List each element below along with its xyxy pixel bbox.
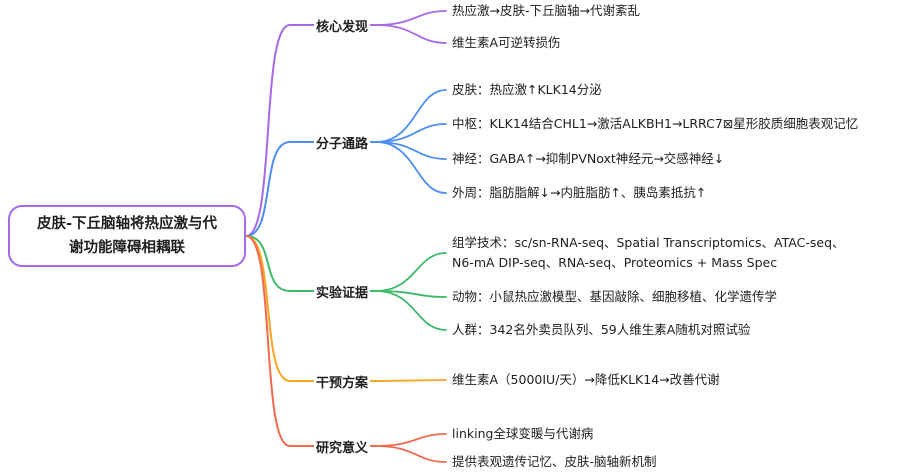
- leaf-connector-4-1: [375, 445, 447, 463]
- leaf-connector-0-1: [375, 24, 447, 44]
- leaf-core-2[interactable]: 维生素A可逆转损伤: [452, 35, 561, 50]
- leaf-connector-4-0: [375, 433, 447, 447]
- root-connector-1: [245, 141, 291, 237]
- leaf-evidence-omics-line2[interactable]: N6-mA DIP-seq、RNA-seq、Proteomics + Mass …: [452, 255, 778, 270]
- root-label-line2: 谢功能障碍相耦联: [69, 240, 185, 256]
- leaf-evidence-omics-line1[interactable]: 组学技术：sc/sn-RNA-seq、Spatial Transcriptomi…: [452, 235, 845, 250]
- leaf-evidence-human[interactable]: 人群：342名外卖员队列、59人维生素A随机对照试验: [452, 322, 751, 337]
- leaf-connector-2-0: [375, 252, 447, 292]
- leaf-significance-2[interactable]: 提供表观遗传记忆、皮肤-脑轴新机制: [452, 454, 657, 469]
- leaf-pathway-neural[interactable]: 神经：GABA↑→抑制PVNoxt神经元→交感神经↓: [452, 151, 725, 166]
- branch-experimental-evidence[interactable]: 实验证据: [314, 282, 371, 301]
- leaf-significance-1[interactable]: linking全球变暖与代谢病: [452, 426, 594, 441]
- leaf-intervention-1[interactable]: 维生素A（5000IU/天）→降低KLK14→改善代谢: [452, 372, 720, 387]
- branch-molecular-pathway[interactable]: 分子通路: [314, 133, 371, 152]
- root-connector-2: [245, 235, 291, 292]
- leaf-pathway-peripheral[interactable]: 外周：脂肪脂解↓→内脏脂肪↑、胰岛素抵抗↑: [452, 185, 707, 200]
- leaf-connector-1-2: [375, 141, 447, 160]
- leaf-connector-1-1: [375, 123, 447, 143]
- leaf-connector-0-0: [375, 10, 447, 26]
- root-connector-3: [245, 235, 291, 382]
- branch-intervention[interactable]: 干预方案: [314, 372, 371, 391]
- leaf-connector-3-0: [375, 379, 447, 382]
- leaf-connector-1-3: [375, 141, 447, 194]
- branch-core-findings[interactable]: 核心发现: [314, 16, 371, 35]
- root-connector-0: [245, 24, 291, 237]
- branch-significance[interactable]: 研究意义: [314, 437, 371, 456]
- root-connector-4: [245, 235, 291, 447]
- root-node[interactable]: 皮肤-下丘脑轴将热应激与代 谢功能障碍相耦联: [8, 205, 246, 267]
- leaf-pathway-central[interactable]: 中枢：KLK14结合CHL1→激活ALKBH1→LRRC7⊠星形胶质细胞表观记忆: [452, 116, 859, 131]
- leaf-connector-1-0: [375, 89, 447, 143]
- root-label-line1: 皮肤-下丘脑轴将热应激与代: [36, 216, 218, 232]
- leaf-core-1[interactable]: 热应激→皮肤-下丘脑轴→代谢紊乱: [452, 3, 640, 18]
- leaf-connector-2-2: [375, 290, 447, 331]
- leaf-evidence-animal[interactable]: 动物：小鼠热应激模型、基因敲除、细胞移植、化学遗传学: [452, 289, 778, 304]
- leaf-pathway-skin[interactable]: 皮肤：热应激↑KLK14分泌: [452, 82, 602, 97]
